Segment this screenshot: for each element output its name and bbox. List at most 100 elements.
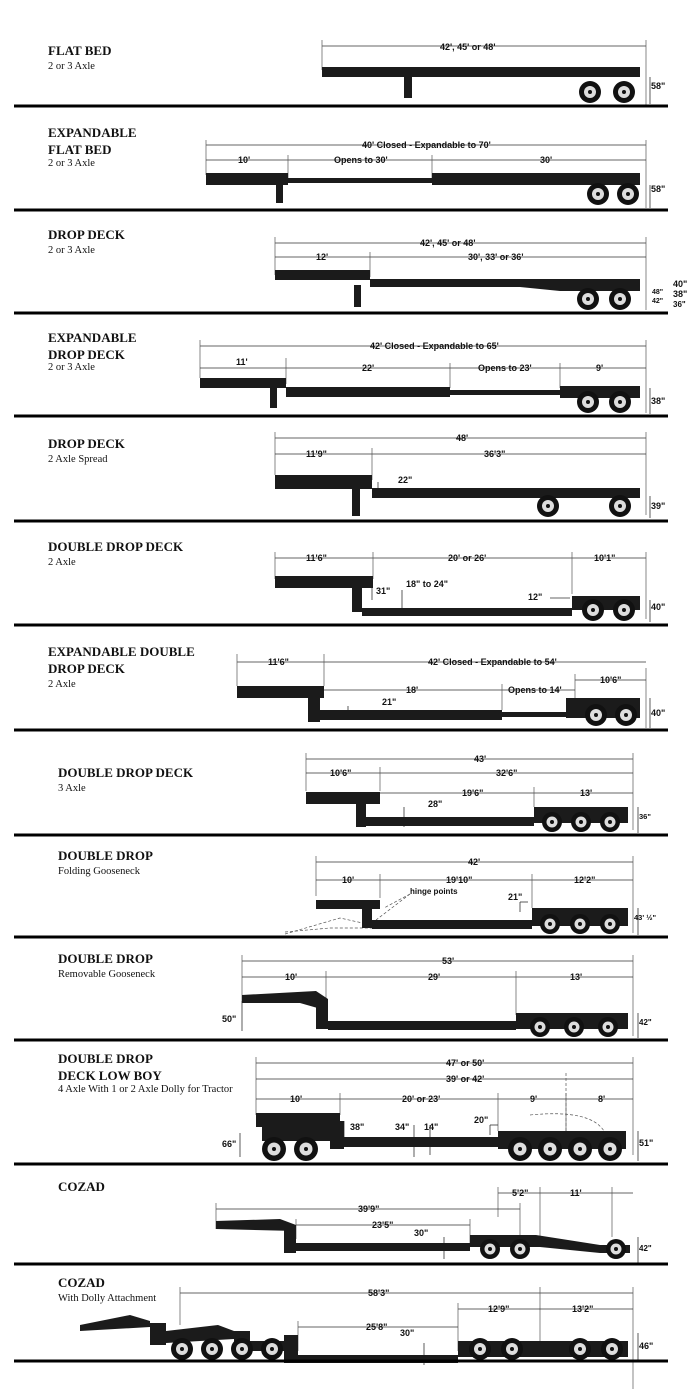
wheel — [571, 812, 591, 832]
wheel — [579, 81, 601, 103]
trailer-subtitle: 4 Axle With 1 or 2 Axle Dolly for Tracto… — [58, 1084, 233, 1095]
trailer-row-expandable-flat-bed: EXPANDABLE FLAT BED 2 or 3 Axle 40' Clos… — [0, 110, 700, 215]
trailer-subtitle: 3 Axle — [58, 783, 86, 794]
dim-label: 5'2" — [512, 1188, 528, 1198]
wheel — [469, 1338, 491, 1360]
wheel — [582, 599, 604, 621]
trailer-subtitle: 2 Axle — [48, 557, 76, 568]
wheel — [501, 1338, 523, 1360]
wheel — [171, 1338, 193, 1360]
trailer-subtitle: Removable Gooseneck — [58, 969, 156, 980]
dim-label: 11'6" — [268, 657, 289, 667]
dim-label: 42' — [468, 857, 480, 867]
dim-label: 9' — [596, 363, 603, 373]
wheel — [564, 1017, 584, 1037]
dim-label: 13' — [570, 972, 582, 982]
dim-label: 12'9" — [488, 1304, 509, 1314]
wheel — [569, 1338, 591, 1360]
dim-label: 39'9" — [358, 1204, 379, 1214]
dim-label: 19'6" — [462, 788, 483, 798]
dim-label: 21" — [508, 892, 522, 902]
wheel — [577, 391, 599, 413]
dim-label: 43' — [474, 754, 486, 764]
dim-label: 18' — [406, 685, 418, 695]
wheel — [577, 288, 599, 310]
trailer-row-double-drop-3axle: DOUBLE DROP DECK 3 Axle 43' 10'6" 32'6" … — [0, 735, 700, 838]
wheel — [617, 183, 639, 205]
dim-label: 48" — [652, 289, 663, 296]
dim-label: 10' — [342, 875, 354, 885]
wheel — [537, 495, 559, 517]
dim-label: 42" — [652, 298, 663, 305]
dim-label: 12' — [316, 252, 328, 262]
trailer-title: EXPANDABLE FLAT BED — [48, 125, 137, 157]
wheel — [609, 391, 631, 413]
trailer-subtitle: 2 or 3 Axle — [48, 245, 95, 256]
trailer-diagram: 42' 10' 19'10" 12'2" hinge points 21" 43… — [14, 856, 668, 939]
dim-label: 10'6" — [330, 768, 351, 778]
trailer-diagram: 47' or 50' 39' or 42' 10' 20' or 23' 9' … — [14, 1057, 668, 1166]
dim-label: 10'6" — [600, 675, 621, 685]
trailer-diagram: 40' Closed - Expandable to 70' 10' Opens… — [14, 140, 668, 212]
dim-label: 25'8" — [366, 1322, 387, 1332]
trailer-row-double-drop-2axle: DOUBLE DROP DECK 2 Axle 11'6" 20' or 26'… — [0, 524, 700, 628]
trailer-row-cozad: COZAD 5'2" 11' 39'9" 23'5" 30" 42" — [0, 1167, 700, 1269]
wheel — [542, 812, 562, 832]
trailer-row-flat-bed: FLAT BED 2 or 3 Axle 42', 45' or 48' 58" — [0, 0, 700, 110]
dim-label: 42' Closed - Expandable to 54' — [428, 657, 557, 667]
wheel — [587, 183, 609, 205]
wheel — [601, 1338, 623, 1360]
dim-label: 11'9" — [306, 449, 327, 459]
dim-label: 47' or 50' — [446, 1058, 484, 1068]
dim-label: 10' — [238, 155, 250, 165]
dim-label: 11' — [236, 357, 248, 367]
wheel — [201, 1338, 223, 1360]
wheel — [613, 599, 635, 621]
trailer-diagram: 42', 45' or 48' 58" — [14, 40, 668, 108]
trailer-title: COZAD — [58, 1179, 105, 1194]
dim-label: 40" — [673, 279, 687, 289]
wheel — [262, 1137, 286, 1161]
dim-label: 42' Closed - Expandable to 65' — [370, 341, 499, 351]
trailer-diagram: 43' 10'6" 32'6" 19'6" 13' 28" 36" — [14, 753, 668, 837]
trailer-subtitle: 2 Axle Spread — [48, 454, 108, 465]
dim-label: 50" — [222, 1014, 236, 1024]
wheel — [480, 1239, 500, 1259]
wheel — [508, 1137, 532, 1161]
trailer-subtitle: 2 or 3 Axle — [48, 61, 95, 72]
trailer-row-removable-gooseneck: DOUBLE DROP Removable Gooseneck 53' 10' … — [0, 941, 700, 1045]
trailer-subtitle: 2 or 3 Axle — [48, 362, 95, 373]
trailer-title: DOUBLE DROP DECK — [58, 765, 194, 780]
dim-label: 38" — [673, 289, 687, 299]
dim-label: 34" — [395, 1122, 409, 1132]
dim-label: 13' — [580, 788, 592, 798]
dim-label: 14" — [424, 1122, 438, 1132]
wheel — [510, 1239, 530, 1259]
wheel — [538, 1137, 562, 1161]
trailer-title: EXPANDABLE DOUBLE DROP DECK — [48, 644, 195, 676]
wheel — [609, 288, 631, 310]
trailer-diagram: 11'6" 20' or 26' 10'1" 31" 18" to 24" 12… — [14, 552, 668, 627]
dim-label: 53' — [442, 956, 454, 966]
wheel — [606, 1239, 626, 1259]
dim-label: 32'6" — [496, 768, 517, 778]
wheel — [585, 704, 607, 726]
dim-label: 22' — [362, 363, 374, 373]
trailer-title: EXPANDABLE DROP DECK — [48, 330, 137, 362]
dim-label: 8' — [598, 1094, 605, 1104]
dim-label: 58'3" — [368, 1288, 389, 1298]
dim-label: 58" — [651, 184, 665, 194]
trailer-row-low-boy: DOUBLE DROP DECK LOW BOY 4 Axle With 1 o… — [0, 1045, 700, 1167]
dim-label: 42" — [639, 1018, 652, 1027]
dim-label: 42', 45' or 48' — [420, 238, 475, 248]
trailer-title: DROP DECK — [48, 436, 125, 451]
wheel — [598, 1017, 618, 1037]
trailer-subtitle: With Dolly Attachment — [58, 1293, 157, 1304]
trailer-title: DOUBLE DROP DECK — [48, 539, 184, 554]
trailer-diagram: 5'2" 11' 39'9" 23'5" 30" 42" — [14, 1187, 668, 1266]
dim-label: 10'1" — [594, 553, 615, 563]
dim-label: 13'2" — [572, 1304, 593, 1314]
wheel — [231, 1338, 253, 1360]
wheel — [615, 704, 637, 726]
dim-label: 20' or 23' — [402, 1094, 440, 1104]
